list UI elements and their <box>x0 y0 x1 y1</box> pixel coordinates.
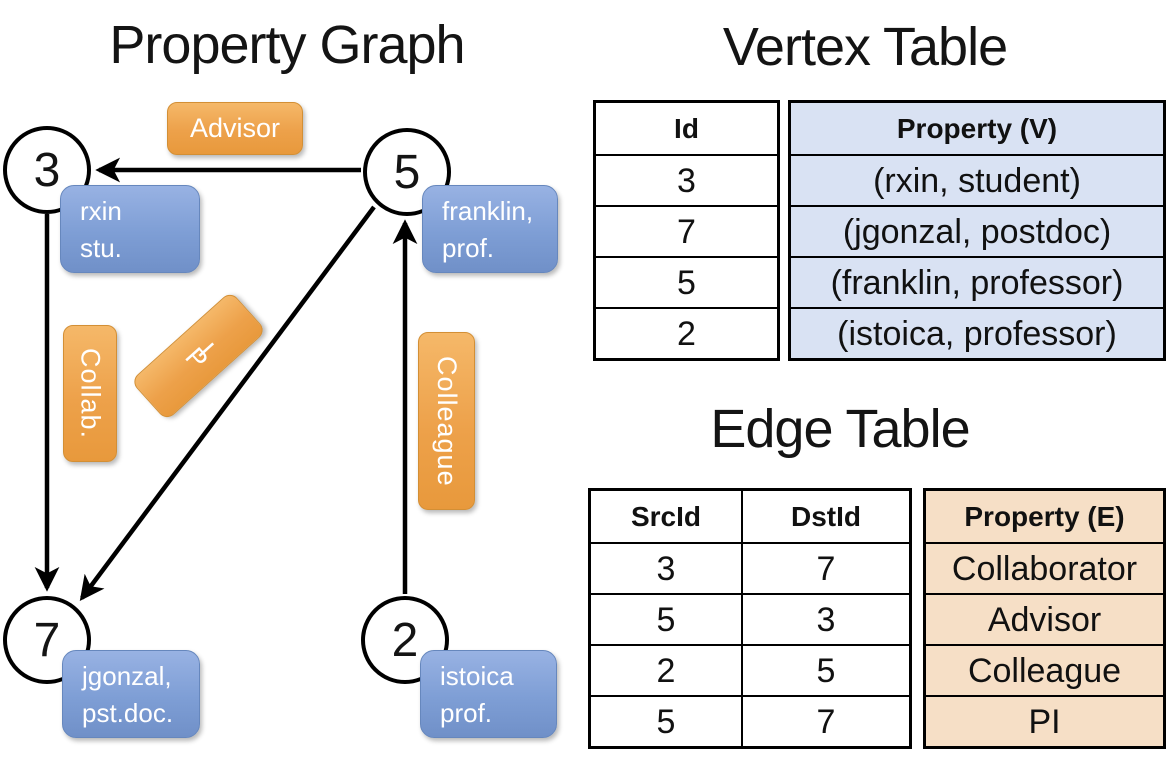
vertex-circle-5: 5 <box>363 128 451 216</box>
table-cell: 2 <box>591 644 741 695</box>
vertex-card-line1: rxin <box>80 196 122 226</box>
table-cell: 5 <box>596 256 777 307</box>
vertex-card-line1: istoica <box>440 661 514 691</box>
edge-label-advisor: Advisor <box>167 102 303 155</box>
vertex-card-line2: pst.doc. <box>82 698 174 728</box>
property-graph-title: Property Graph <box>109 15 465 75</box>
table-cell: (franklin, professor) <box>791 256 1163 307</box>
vertex-card-rxin: rxin stu. <box>60 185 200 273</box>
edge-table-id-columns: SrcId DstId 3 7 5 3 2 5 5 7 <box>588 488 912 749</box>
vertex-card-istoica: istoica prof. <box>420 650 557 738</box>
vertex-id-label: 7 <box>33 613 61 667</box>
vertex-circle-2: 2 <box>361 596 449 684</box>
column-header-dstid: DstId <box>741 491 909 542</box>
edge-pi-arrow <box>79 205 376 601</box>
table-cell: Colleague <box>926 644 1163 695</box>
table-cell: (rxin, student) <box>791 154 1163 205</box>
table-cell: 7 <box>741 695 909 746</box>
table-cell: 3 <box>741 593 909 644</box>
edge-label-text: Advisor <box>189 113 281 143</box>
edge-label-collab: Collab. <box>63 325 117 462</box>
edge-table-title: Edge Table <box>710 399 970 459</box>
edge-label-colleague: Colleague <box>418 332 475 510</box>
column-header-property-v: Property (V) <box>896 113 1058 144</box>
vertex-id-label: 3 <box>33 143 61 197</box>
table-cell: 3 <box>596 154 777 205</box>
table-cell: 5 <box>591 593 741 644</box>
vertex-table-id-column: Id 3 7 5 2 <box>593 100 780 361</box>
column-header-id: Id <box>674 113 699 144</box>
table-cell: 2 <box>596 307 777 358</box>
table-cell: Advisor <box>926 593 1163 644</box>
table-cell: Collaborator <box>926 542 1163 593</box>
vertex-table-title: Vertex Table <box>722 17 1008 77</box>
vertex-table-property-column: Property (V) (rxin, student) (jgonzal, p… <box>788 100 1166 361</box>
column-header-srcid: SrcId <box>630 501 702 532</box>
vertex-id-label: 5 <box>393 145 421 199</box>
table-cell: (jgonzal, postdoc) <box>791 205 1163 256</box>
edge-table-property-column: Property (E) Collaborator Advisor Collea… <box>923 488 1166 749</box>
edge-label-text: Collab. <box>75 347 106 440</box>
table-cell: PI <box>926 695 1163 746</box>
vertex-card-line1: franklin, <box>442 196 534 226</box>
table-cell: 3 <box>591 542 741 593</box>
vertex-card-line2: prof. <box>442 233 495 263</box>
edge-label-text: Colleague <box>432 355 462 487</box>
vertex-card-line2: prof. <box>440 698 493 728</box>
vertex-card-franklin: franklin, prof. <box>422 185 558 273</box>
vertex-id-label: 2 <box>391 613 419 667</box>
table-cell: 5 <box>591 695 741 746</box>
table-cell: 7 <box>596 205 777 256</box>
table-cell: 7 <box>741 542 909 593</box>
vertex-card-line1: jgonzal, <box>82 661 172 691</box>
table-cell: 5 <box>741 644 909 695</box>
vertex-card-jgonzal: jgonzal, pst.doc. <box>62 650 200 738</box>
column-header-property-e: Property (E) <box>964 501 1125 532</box>
vertex-card-line2: stu. <box>80 233 122 263</box>
table-cell: (istoica, professor) <box>791 307 1163 358</box>
